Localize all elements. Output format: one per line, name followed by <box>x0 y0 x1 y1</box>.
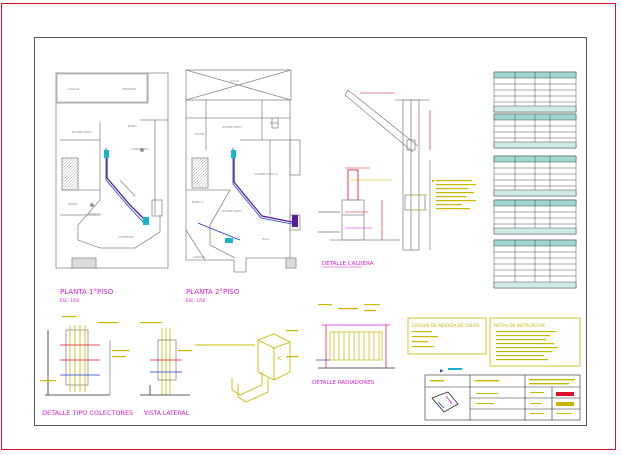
heat-loss-table-5 <box>493 239 577 289</box>
svg-text:DORMITORIO: DORMITORIO <box>222 125 242 129</box>
floor1-plan <box>55 72 169 269</box>
heat-loss-table-1 <box>493 71 577 113</box>
svg-text:BAÑO: BAÑO <box>128 123 137 128</box>
collectors-callouts <box>40 316 130 382</box>
boiler-detail-title: DETALLE CALDERA <box>322 261 374 267</box>
floor2-plan-scale: ESC. 1/50 <box>186 298 206 303</box>
floor1-heating-pipes <box>104 148 149 225</box>
svg-text:DORMITORIO: DORMITORIO <box>222 209 242 213</box>
boiler-unit-letter: K <box>278 356 282 362</box>
heat-loss-table-3 <box>493 155 577 197</box>
svg-text:LAVANDERIA: LAVANDERIA <box>130 147 150 151</box>
boiler-detail-drawing <box>330 89 431 251</box>
svg-text:ESTAR: ESTAR <box>68 202 78 206</box>
radiators-callouts <box>286 304 380 358</box>
title-block <box>424 374 581 421</box>
boiler-detail-dimensions <box>318 92 431 240</box>
svg-text:BAÑO: BAÑO <box>270 120 279 125</box>
floor2-plan-title: PLANTA 2°PISO <box>186 288 240 296</box>
floor1-room-labels: LOGGIA TERRAZA DORMITORIO BAÑO LAVANDERI… <box>68 87 150 239</box>
svg-text:LOGGIA: LOGGIA <box>68 87 80 91</box>
svg-text:DORMITORIO: DORMITORIO <box>72 130 92 134</box>
svg-text:LOGGIA: LOGGIA <box>193 255 205 259</box>
boiler-callout-notes <box>432 180 476 210</box>
svg-text:▶: ▶ <box>440 369 444 374</box>
side-view-callouts <box>140 322 192 352</box>
floor2-plan <box>185 69 301 273</box>
north-arrow-icon: ▶ <box>440 368 462 374</box>
boiler-unit-icon <box>195 333 291 403</box>
heat-loss-table-2 <box>493 113 577 149</box>
inner-border-frame <box>34 37 587 426</box>
svg-text:DORM.: DORM. <box>195 132 205 136</box>
svg-text:TERRAZA: TERRAZA <box>121 87 137 91</box>
title-block-site-plan <box>431 391 459 413</box>
floor1-plan-scale: ESC. 1/50 <box>60 298 80 303</box>
outer-border-frame <box>1 3 616 450</box>
title-block-fields <box>430 379 575 414</box>
installation-notes-box: NOTAS DE INSTALACION <box>489 317 581 367</box>
floor2-room-labels: VACÍO DORMITORIO DORM. BAÑO DORMITORIO 2… <box>192 78 279 259</box>
svg-text:HALL: HALL <box>262 237 270 241</box>
floor2-heating-pipes <box>197 148 298 243</box>
collectors-detail-drawing <box>45 325 111 396</box>
radiators-detail-title: DETALLE RADIADORES <box>312 380 375 386</box>
svg-text:BAÑO 2: BAÑO 2 <box>192 199 204 204</box>
heat-loss-note-box: CARGAS DE PERDIDA DE CALOR <box>407 317 487 355</box>
heat-loss-table-4 <box>493 199 577 235</box>
installation-notes-title: NOTAS DE INSTALACION <box>494 323 545 328</box>
collectors-detail-title: DETALLE TIPO COLECTORES <box>42 409 133 417</box>
side-view-title: VISTA LATERAL <box>144 410 189 417</box>
svg-text:MÓDULO: MÓDULO <box>88 211 102 216</box>
svg-text:VACÍO: VACÍO <box>230 78 240 83</box>
heat-loss-note-title: CARGAS DE PERDIDA DE CALOR <box>412 323 479 328</box>
svg-text:COMEDOR: COMEDOR <box>118 235 134 239</box>
radiators-detail-drawing <box>316 324 395 369</box>
floor1-plan-title: PLANTA 1°PISO <box>60 288 114 296</box>
svg-text:DORMITORIO 2: DORMITORIO 2 <box>255 172 278 176</box>
side-view-drawing <box>140 328 190 396</box>
